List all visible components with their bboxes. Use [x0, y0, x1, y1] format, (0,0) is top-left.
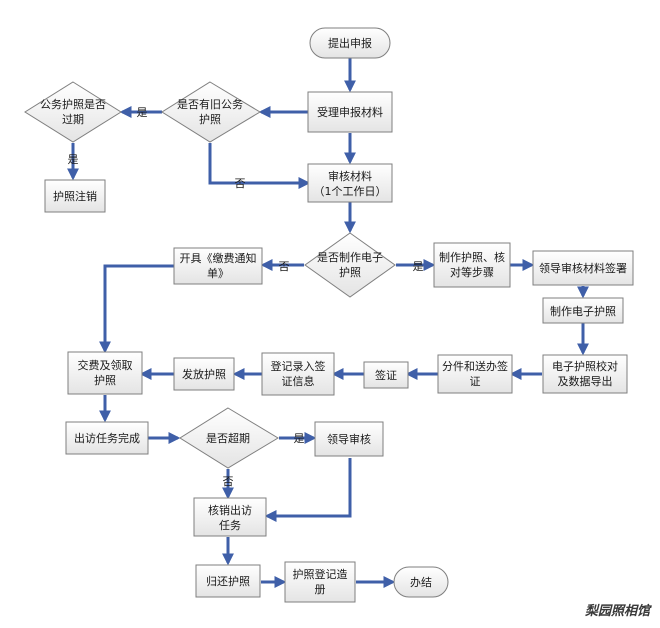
connectors — [67, 58, 589, 588]
node-make-e-passport: 制作电子护照 — [542, 297, 624, 324]
node-expired: 公务护照是否 过期 — [24, 81, 122, 143]
node-notice-label-2: 单》 — [207, 267, 229, 280]
node-verify: 核销出访 任务 — [193, 497, 267, 537]
node-return: 归还护照 — [195, 564, 261, 598]
node-expired-label-1: 公务护照是否 — [40, 97, 106, 111]
edge-label-electronic-yes: 是 — [413, 260, 424, 273]
node-register-book-label-1: 护照登记造 — [293, 567, 348, 581]
node-overdue-label: 是否超期 — [206, 431, 250, 445]
node-is-electronic: 是否制作电子 护照 — [304, 232, 396, 298]
node-is-electronic-label-2: 护照 — [339, 265, 361, 279]
connector-hasold-review — [208, 143, 311, 189]
node-leader-review: 领导审核 — [314, 421, 384, 457]
node-visa: 签证 — [363, 361, 409, 389]
node-expired-label-2: 过期 — [62, 113, 84, 126]
node-dispatch-label-2: 证 — [470, 375, 481, 388]
node-leader-review-label: 领导审核 — [327, 432, 371, 446]
node-register-book-label-2: 册 — [315, 583, 326, 596]
node-end: 办结 — [393, 566, 449, 598]
node-check-export: 电子护照校对 及数据导出 — [542, 354, 628, 394]
node-complete: 出访任务完成 — [65, 421, 149, 455]
node-review: 审核材料 （1个工作日） — [307, 163, 393, 203]
node-issue: 发放护照 — [173, 357, 235, 391]
edge-label-hasold-yes: 是 — [137, 106, 148, 119]
node-pay-collect-label-2: 护照 — [94, 373, 116, 387]
node-return-label: 归还护照 — [206, 574, 250, 588]
node-accept: 受理申报材料 — [307, 91, 393, 133]
connector-leaderreview-verify — [264, 458, 352, 522]
node-review-label-1: 审核材料 — [328, 169, 372, 183]
node-check-export-label-2: 及数据导出 — [558, 374, 613, 388]
node-make-steps: 制作护照、核 对等步骤 — [433, 242, 511, 288]
node-has-old-passport: 是否有旧公务 护照 — [161, 81, 261, 143]
node-register-visa: 登记录入签 证信息 — [261, 352, 335, 396]
node-dispatch-label-1: 分件和送办签 — [442, 359, 508, 373]
node-leader-sign-label: 领导审核材料签署 — [539, 261, 627, 275]
node-register-book: 护照登记造 册 — [284, 561, 356, 603]
watermark: 梨园照相馆 — [585, 603, 652, 619]
node-cancel-label: 护照注销 — [53, 189, 97, 203]
node-notice: 开具《缴费通知 单》 — [173, 247, 263, 285]
node-dispatch: 分件和送办签 证 — [437, 354, 513, 394]
edge-labels: 是 是 否 否 是 是 否 — [68, 106, 424, 488]
node-review-label-2: （1个工作日） — [314, 185, 387, 198]
node-complete-label: 出访任务完成 — [74, 431, 140, 445]
node-start-label: 提出申报 — [328, 36, 372, 50]
node-make-steps-label-2: 对等步骤 — [450, 265, 494, 279]
node-has-old-label-1: 是否有旧公务 — [177, 97, 243, 111]
node-accept-label: 受理申报材料 — [317, 105, 383, 119]
node-issue-label: 发放护照 — [182, 367, 226, 381]
node-leader-sign: 领导审核材料签署 — [532, 250, 634, 286]
node-start: 提出申报 — [309, 27, 391, 59]
node-make-e-label: 制作电子护照 — [550, 304, 616, 318]
connector-notice-paycollect — [99, 264, 174, 354]
node-register-visa-label-2: 证信息 — [282, 374, 315, 388]
edge-label-hasold-no: 否 — [235, 177, 246, 190]
node-has-old-label-2: 护照 — [199, 112, 221, 126]
node-end-label: 办结 — [410, 576, 432, 589]
node-overdue: 是否超期 — [179, 407, 279, 469]
node-pay-collect-label-1: 交费及领取 — [78, 358, 133, 372]
node-notice-label-1: 开具《缴费通知 — [180, 251, 257, 265]
node-verify-label-2: 任务 — [219, 519, 241, 532]
node-make-steps-label-1: 制作护照、核 — [439, 250, 505, 264]
node-check-export-label-1: 电子护照校对 — [552, 359, 618, 373]
node-pay-collect: 交费及领取 护照 — [67, 351, 143, 395]
node-verify-label-1: 核销出访 — [208, 503, 252, 517]
node-visa-label: 签证 — [375, 368, 397, 382]
node-is-electronic-label-1: 是否制作电子 — [317, 251, 383, 264]
edge-label-electronic-no: 否 — [279, 260, 290, 273]
edge-label-expired-yes: 是 — [68, 153, 79, 166]
edge-label-overdue-no: 否 — [223, 475, 234, 488]
node-cancel: 护照注销 — [44, 179, 106, 213]
node-register-visa-label-1: 登记录入签 — [271, 359, 326, 373]
edge-label-overdue-yes: 是 — [294, 432, 305, 445]
